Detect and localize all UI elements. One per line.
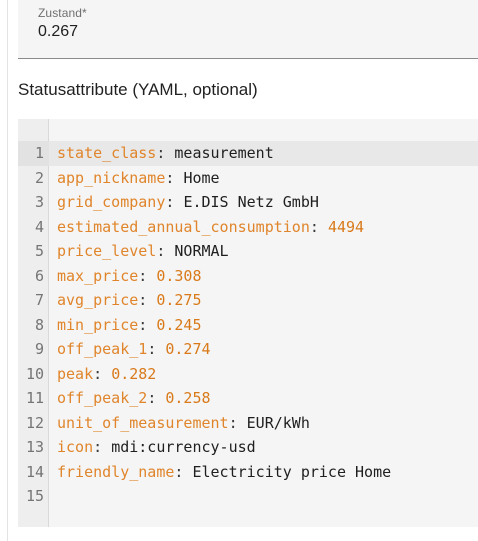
yaml-value: 0.245 — [156, 315, 202, 334]
code-content: icon: mdi:currency-usd — [57, 435, 256, 460]
yaml-colon: : — [228, 413, 247, 432]
yaml-value: mdi:currency-usd — [111, 438, 256, 456]
code-content: off_peak_2: 0.258 — [57, 386, 211, 411]
yaml-key: state_class — [57, 144, 157, 162]
yaml-value: NORMAL — [174, 242, 229, 260]
yaml-key: peak — [57, 364, 94, 383]
yaml-colon: : — [93, 438, 112, 456]
yaml-key: min_price — [57, 315, 139, 334]
yaml-colon: : — [138, 315, 157, 334]
state-label: Zustand* — [38, 6, 87, 20]
code-lines[interactable]: 1 state_class: measurement 2 app_nickname: … — [18, 141, 478, 509]
line-number: 3 — [34, 193, 44, 211]
code-content: price_level: NORMAL — [57, 239, 229, 264]
code-content: avg_price: 0.275 — [57, 288, 202, 313]
yaml-value: Electricity price Home — [192, 462, 392, 481]
yaml-key: price_level — [57, 242, 157, 260]
yaml-value: 0.275 — [156, 291, 202, 309]
yaml-key: off_peak_2 — [57, 389, 148, 407]
line-number: 7 — [34, 291, 44, 309]
line-number: 12 — [25, 413, 44, 432]
state-value[interactable]: 0.267 — [38, 23, 79, 40]
yaml-colon: : — [156, 144, 175, 162]
line-number: 4 — [34, 217, 44, 236]
yaml-colon: : — [165, 193, 184, 211]
code-line[interactable]: 9 off_peak_1: 0.274 — [18, 337, 478, 362]
code-line[interactable]: 13 icon: mdi:currency-usd — [18, 435, 478, 460]
code-line[interactable]: 7 avg_price: 0.275 — [18, 288, 478, 313]
code-line[interactable]: 12 unit_of_measurement: EUR/kWh — [18, 411, 478, 436]
code-content: app_nickname: Home — [57, 166, 220, 191]
code-content: friendly_name: Electricity price Home — [57, 460, 391, 485]
yaml-key: grid_company — [57, 193, 166, 211]
yaml-value: E.DIS Netz GmbH — [183, 193, 319, 211]
yaml-key: off_peak_1 — [57, 340, 148, 358]
code-line[interactable]: 6 max_price: 0.308 — [18, 264, 478, 289]
line-number: 11 — [25, 389, 44, 407]
line-number: 15 — [25, 487, 44, 505]
line-number: 10 — [25, 364, 44, 383]
yaml-value: measurement — [174, 144, 274, 162]
code-content: unit_of_measurement: EUR/kWh — [57, 411, 310, 436]
line-number: 8 — [34, 315, 44, 334]
code-line[interactable]: 5 price_level: NORMAL — [18, 239, 478, 264]
line-number: 5 — [34, 242, 44, 260]
code-line[interactable]: 8 min_price: 0.245 — [18, 313, 478, 338]
code-line[interactable]: 11 off_peak_2: 0.258 — [18, 386, 478, 411]
yaml-key: icon — [57, 438, 94, 456]
code-line[interactable]: 10 peak: 0.282 — [18, 362, 478, 387]
yaml-key: avg_price — [57, 291, 139, 309]
yaml-key: max_price — [57, 266, 139, 285]
line-number: 9 — [34, 340, 44, 358]
code-content: state_class: measurement — [57, 141, 274, 166]
yaml-colon: : — [156, 242, 175, 260]
yaml-value: Home — [183, 168, 220, 187]
code-line[interactable]: 1 state_class: measurement — [18, 141, 478, 166]
yaml-colon: : — [93, 364, 112, 383]
yaml-editor[interactable]: 1 state_class: measurement 2 app_nickname: … — [18, 119, 478, 527]
yaml-value: 0.282 — [111, 364, 157, 383]
yaml-colon: : — [165, 168, 184, 187]
line-number: 1 — [18, 141, 49, 166]
yaml-colon: : — [309, 217, 328, 236]
yaml-value: 0.308 — [156, 266, 202, 285]
yaml-colon: : — [138, 291, 157, 309]
line-number: 6 — [34, 266, 44, 285]
yaml-value: 4494 — [327, 217, 365, 236]
code-content: grid_company: E.DIS Netz GmbH — [57, 190, 319, 215]
yaml-colon: : — [147, 340, 166, 358]
yaml-key: app_nickname — [57, 168, 166, 187]
state-field[interactable]: Zustand* 0.267 — [18, 0, 478, 59]
yaml-colon: : — [147, 389, 166, 407]
code-content: off_peak_1: 0.274 — [57, 337, 211, 362]
code-line[interactable]: 14 friendly_name: Electricity price Home — [18, 460, 478, 485]
line-number: 14 — [25, 462, 44, 481]
attributes-title: Statusattribute (YAML, optional) — [18, 80, 258, 99]
line-number: 2 — [34, 168, 44, 187]
code-content: estimated_annual_consumption: 4494 — [57, 215, 364, 240]
yaml-value: EUR/kWh — [246, 413, 310, 432]
code-content: peak: 0.282 — [57, 362, 156, 387]
yaml-value: 0.274 — [165, 340, 211, 358]
code-line[interactable]: 3 grid_company: E.DIS Netz GmbH — [18, 190, 478, 215]
yaml-key: friendly_name — [57, 462, 175, 481]
code-line[interactable]: 15 — [18, 484, 478, 509]
code-content: max_price: 0.308 — [57, 264, 202, 289]
yaml-colon: : — [174, 462, 193, 481]
line-number: 13 — [25, 438, 44, 456]
yaml-value: 0.258 — [165, 389, 211, 407]
code-content: min_price: 0.245 — [57, 313, 202, 338]
code-line[interactable]: 2 app_nickname: Home — [18, 166, 478, 191]
line-number-gutter — [18, 119, 49, 527]
yaml-colon: : — [138, 266, 157, 285]
yaml-key: unit_of_measurement — [57, 413, 229, 432]
yaml-key: estimated_annual_consumption — [57, 217, 310, 236]
left-border — [7, 0, 8, 541]
code-line[interactable]: 4 estimated_annual_consumption: 4494 — [18, 215, 478, 240]
